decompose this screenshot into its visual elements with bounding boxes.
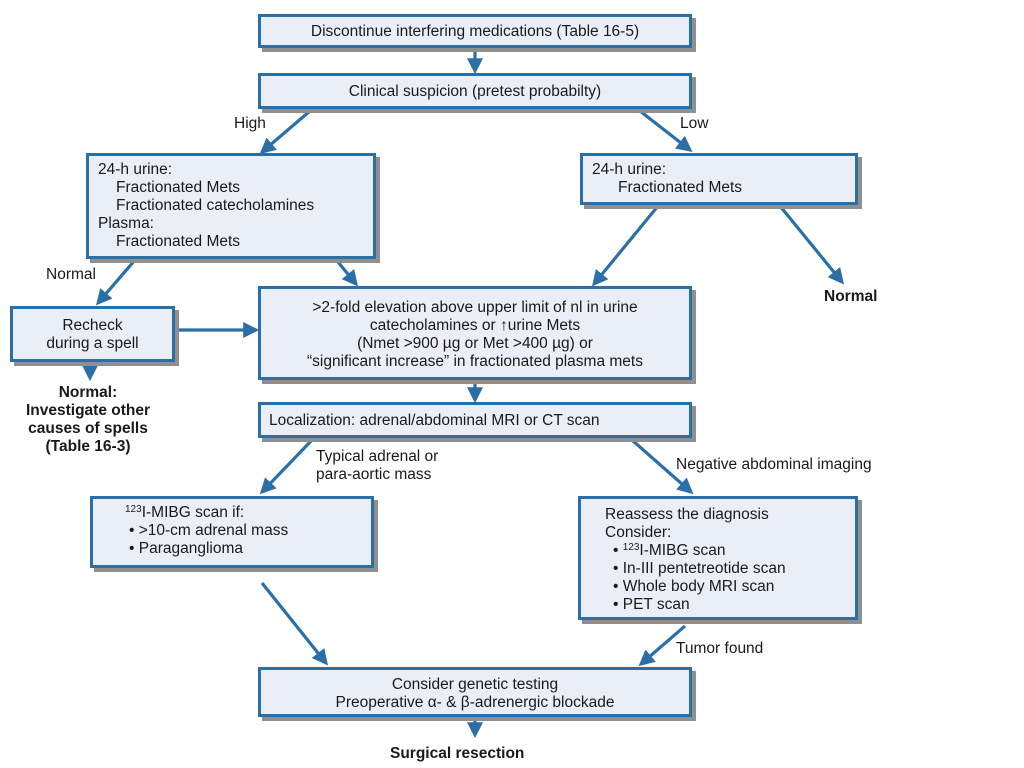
typical-mass-line: para-aortic mass bbox=[316, 466, 432, 483]
investigate-line: Investigate other bbox=[25, 402, 151, 419]
genetic-line: Consider genetic testing bbox=[391, 676, 559, 693]
label-normal-right: Normal bbox=[824, 288, 878, 305]
arrow-low-to-normal bbox=[778, 204, 845, 285]
arrow-reassess-to-genetic bbox=[638, 624, 687, 667]
label-normal-left: Normal bbox=[46, 266, 96, 283]
label-surgical-resection: Surgical resection bbox=[390, 745, 525, 762]
elevation-line: “significant increase” in fractionated p… bbox=[307, 353, 643, 370]
arrow-clinical-to-low bbox=[639, 109, 693, 152]
reassess-item: • Whole body MRI scan bbox=[613, 578, 775, 595]
box-localization: Localization: adrenal/abdominal MRI or C… bbox=[258, 402, 692, 438]
arrow-clinical-to-high bbox=[259, 109, 312, 155]
genetic-line: Preoperative α- & β-adrenergic blockade bbox=[335, 694, 615, 711]
low-tests-line: Fractionated Mets bbox=[618, 179, 743, 196]
mibg-item: • >10-cm adrenal mass bbox=[129, 522, 289, 539]
investigate-line: (Table 16-3) bbox=[45, 438, 131, 455]
box-clinical-suspicion: Clinical suspicion (pretest probabilty) bbox=[258, 73, 692, 109]
arrow-localization-to-mibg bbox=[259, 438, 314, 495]
reassess-item-text: I-MIBG scan bbox=[639, 542, 726, 559]
reassess-item: • PET scan bbox=[613, 596, 690, 613]
recheck-line: during a spell bbox=[46, 335, 139, 352]
localization-text: Localization: adrenal/abdominal MRI or C… bbox=[269, 412, 600, 429]
label-low: Low bbox=[680, 115, 709, 132]
discontinue-text: Discontinue interfering medications (Tab… bbox=[310, 23, 640, 40]
reassess-line: Consider: bbox=[605, 524, 672, 541]
high-tests-line: Fractionated Mets bbox=[116, 179, 241, 196]
label-negative-imaging: Negative abdominal imaging bbox=[676, 456, 872, 473]
label-tumor-found: Tumor found bbox=[676, 640, 764, 657]
investigate-line: causes of spells bbox=[28, 420, 148, 437]
box-elevation-criteria: >2-fold elevation above upper limit of n… bbox=[258, 286, 692, 380]
arrow-high-to-elevation bbox=[336, 260, 359, 287]
high-tests-line: Plasma: bbox=[98, 215, 154, 232]
elevation-line: >2-fold elevation above upper limit of n… bbox=[312, 299, 638, 316]
box-mibg-scan: 123I-MIBG scan if: • >10-cm adrenal mass… bbox=[90, 496, 374, 568]
label-typical-mass: Typical adrenal or para-aortic mass bbox=[316, 448, 438, 484]
arrow-low-to-elevation bbox=[591, 204, 660, 287]
arrow-localization-to-reassess bbox=[630, 438, 694, 495]
typical-mass-line: Typical adrenal or bbox=[316, 448, 439, 465]
elevation-line: catecholamines or ↑urine Mets bbox=[369, 317, 581, 334]
high-tests-line: 24-h urine: bbox=[98, 161, 173, 178]
box-reassess: Reassess the diagnosis Consider: • 123I-… bbox=[578, 496, 858, 620]
reassess-item: • In-III pentetreotide scan bbox=[613, 560, 786, 577]
reassess-isotope: 123 bbox=[622, 542, 640, 553]
box-recheck: Recheck during a spell bbox=[10, 306, 175, 362]
mibg-title: 123I-MIBG scan if: bbox=[125, 504, 371, 522]
box-discontinue-medications: Discontinue interfering medications (Tab… bbox=[258, 14, 692, 48]
arrow-mibg-to-genetic bbox=[260, 582, 328, 666]
reassess-line: Reassess the diagnosis bbox=[605, 506, 769, 523]
box-low-tests: 24-h urine: Fractionated Mets bbox=[580, 153, 858, 205]
elevation-line: (Nmet >900 µg or Met >400 µg) or bbox=[357, 335, 593, 352]
label-high: High bbox=[234, 115, 266, 132]
high-tests-line: Fractionated Mets bbox=[116, 233, 241, 250]
mibg-isotope: 123 bbox=[125, 504, 142, 515]
mibg-title-text: I-MIBG scan if: bbox=[141, 504, 245, 521]
low-tests-line: 24-h urine: bbox=[592, 161, 667, 178]
label-normal-investigate: Normal: Investigate other causes of spel… bbox=[4, 384, 172, 456]
recheck-line: Recheck bbox=[62, 317, 123, 334]
investigate-line: Normal: bbox=[58, 384, 118, 401]
arrow-high-to-recheck bbox=[95, 258, 137, 306]
clinical-text: Clinical suspicion (pretest probabilty) bbox=[348, 83, 602, 100]
reassess-bullet: • bbox=[613, 542, 623, 559]
box-high-tests: 24-h urine: Fractionated Mets Fractionat… bbox=[86, 153, 376, 259]
high-tests-line: Fractionated catecholamines bbox=[116, 197, 315, 214]
box-genetic-testing: Consider genetic testing Preoperative α-… bbox=[258, 667, 692, 717]
reassess-item: • 123I-MIBG scan bbox=[605, 542, 855, 560]
mibg-item: • Paraganglioma bbox=[129, 540, 243, 557]
